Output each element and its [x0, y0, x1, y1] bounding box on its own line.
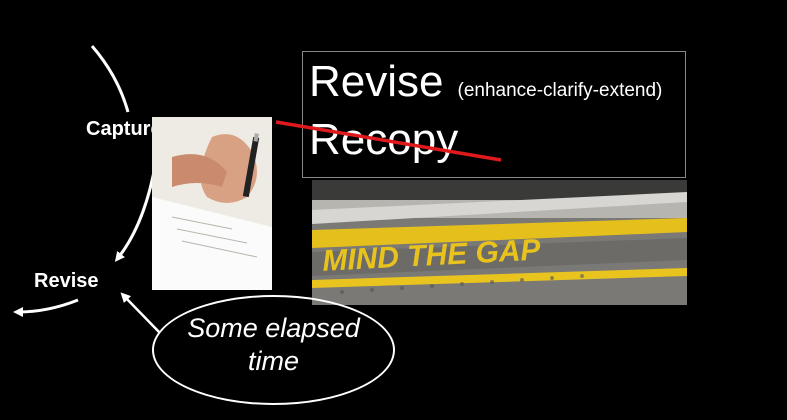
recopy-word: Recopy — [309, 115, 459, 164]
elapsed-line2: time — [247, 346, 299, 376]
revise-text-box: Revise (enhance-clarify-extend) Recopy — [302, 51, 686, 178]
revise-subtitle: (enhance-clarify-extend) — [457, 80, 663, 101]
mind-the-gap-photo: MIND THE GAP — [312, 180, 687, 305]
capture-label: Capture — [86, 118, 162, 140]
writing-photo — [152, 117, 272, 290]
elapsed-time-note: Some elapsed time — [152, 295, 395, 405]
revise-title: Revise — [309, 57, 444, 106]
revise-label: Revise — [34, 270, 99, 292]
arc-outgoing-arrow — [13, 298, 79, 317]
arc-top-arrow — [90, 45, 130, 113]
elapsed-line1: Some elapsed — [187, 313, 360, 343]
